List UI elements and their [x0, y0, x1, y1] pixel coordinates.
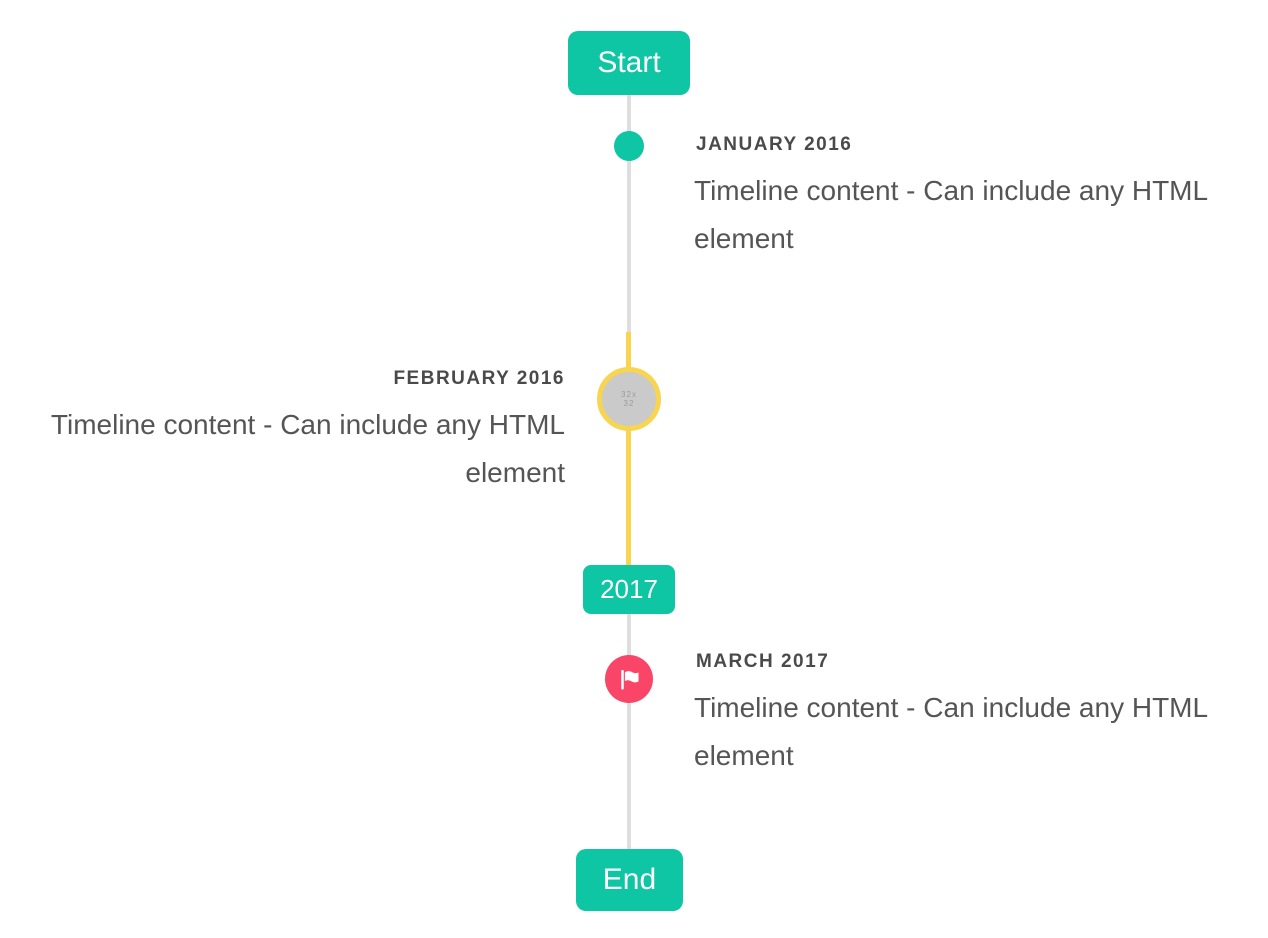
- placeholder-image-text: 32x32: [621, 390, 637, 408]
- event-title: MARCH 2017: [696, 651, 830, 672]
- event-image-marker: 32x32: [597, 367, 661, 431]
- end-badge[interactable]: End: [576, 849, 683, 911]
- timeline-line-segment-highlighted: [626, 332, 631, 566]
- flag-icon: [618, 668, 641, 691]
- year-badge[interactable]: 2017: [583, 565, 675, 614]
- event-content: Timeline content - Can include any HTML …: [694, 175, 1208, 254]
- event-flag-marker: [605, 655, 653, 703]
- event-title: JANUARY 2016: [696, 134, 853, 155]
- event-dot-marker: [614, 131, 644, 161]
- event-content: Timeline content - Can include any HTML …: [50, 409, 565, 488]
- event-title: FEBRUARY 2016: [393, 368, 565, 389]
- event-content: Timeline content - Can include any HTML …: [694, 692, 1208, 771]
- timeline-line-segment-bottom: [627, 614, 631, 849]
- start-badge[interactable]: Start: [568, 31, 690, 95]
- timeline-line-segment-top: [627, 95, 631, 332]
